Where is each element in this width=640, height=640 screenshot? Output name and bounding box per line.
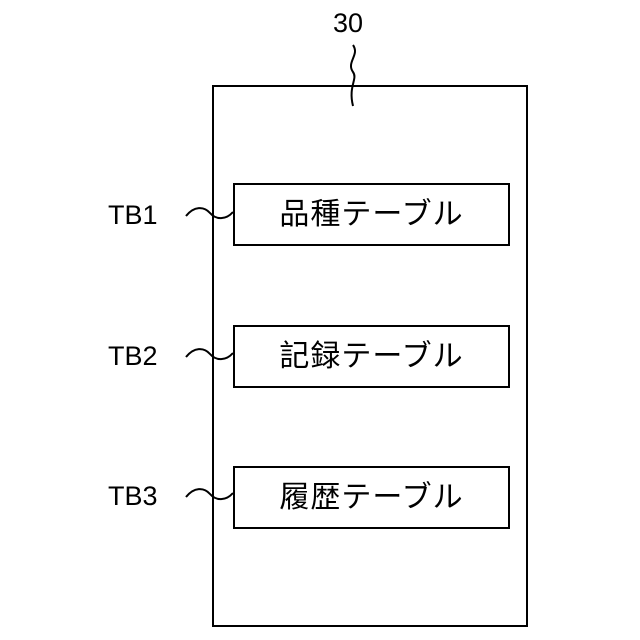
- table-name-tb2: 記録テーブル: [279, 342, 463, 372]
- table-box-tb2: 記録テーブル: [233, 325, 510, 388]
- table-box-tb1: 品種テーブル: [233, 183, 510, 246]
- table-reference-tb1: TB1: [108, 202, 158, 229]
- table-reference-tb3: TB3: [108, 483, 158, 510]
- table-name-tb1: 品種テーブル: [279, 200, 463, 230]
- table-name-tb3: 履歴テーブル: [279, 483, 463, 513]
- table-box-tb3: 履歴テーブル: [233, 466, 510, 529]
- table-reference-tb2: TB2: [108, 343, 158, 370]
- container-reference-number: 30: [333, 10, 363, 37]
